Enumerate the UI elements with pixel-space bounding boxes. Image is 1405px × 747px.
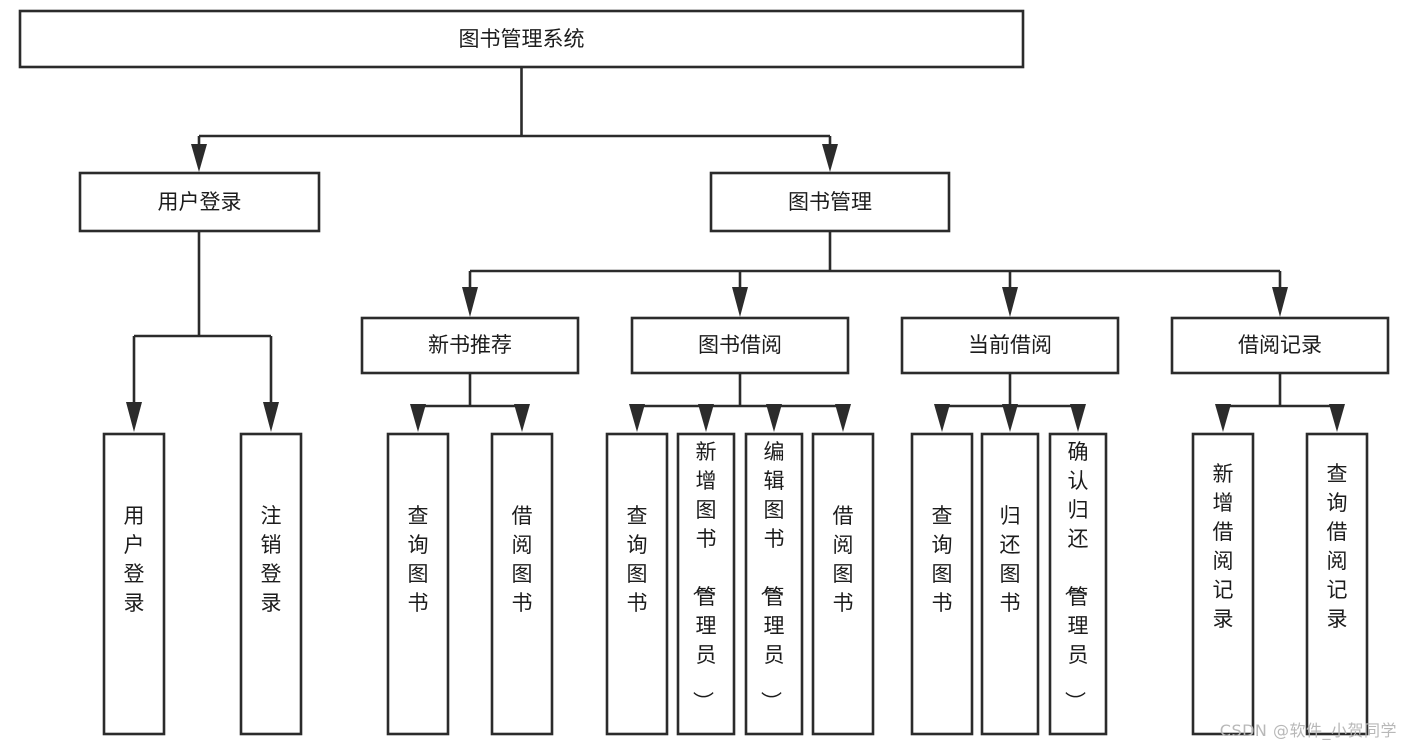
node-leaf1-label: 用户登录 [124,504,145,615]
arrow-login-to-leaf2 [263,402,279,432]
node-leaf7-box[interactable] [744,432,804,736]
arrow-records-to-leaf12 [1215,404,1231,432]
node-leaf8-label: 借阅图书 [833,504,854,615]
node-records-label: 借阅记录 [1238,333,1322,357]
node-leaf4-label: 借阅图书 [512,504,533,615]
node-leaf10-label: 归还图书 [1000,504,1021,615]
node-leaf11[interactable]: 确认归还（管理员） [1048,432,1108,736]
node-leaf5-box[interactable] [605,432,669,736]
node-bookmgmt[interactable]: 图书管理 [709,171,951,233]
node-leaf3-label: 查询图书 [408,504,429,615]
arrow-current-to-leaf10 [1002,404,1018,432]
node-root[interactable]: 图书管理系统 [18,9,1025,69]
node-leaf3[interactable]: 查询图书 [386,432,450,736]
node-bookmgmt-label: 图书管理 [788,190,872,214]
node-bookmgmt-box[interactable] [709,171,951,233]
node-leaf2-box[interactable] [239,432,303,736]
node-leaf3-box[interactable] [386,432,450,736]
node-leaf13[interactable]: 查询借阅记录 [1305,432,1369,736]
node-borrow[interactable]: 图书借阅 [630,316,850,375]
node-leaf7[interactable]: 编辑图书（管理员） [744,432,804,736]
node-records[interactable]: 借阅记录 [1170,316,1390,375]
node-leaf6-label: 新增图书（管理员） [691,440,717,712]
node-leaf11-label: 确认归还（管理员） [1063,440,1089,712]
node-leaf2[interactable]: 注销登录 [239,432,303,736]
csdn-watermark: CSDN @软件_小贺同学 [1219,721,1397,740]
node-root-box[interactable] [18,9,1025,69]
node-newbook-label: 新书推荐 [428,333,512,357]
node-leaf13-box[interactable] [1305,432,1369,736]
node-leaf9[interactable]: 查询图书 [910,432,974,736]
node-records-box[interactable] [1170,316,1390,375]
node-login[interactable]: 用户登录 [78,171,321,233]
arrow-bookmgmt-to-current [1002,287,1018,317]
node-leaf4[interactable]: 借阅图书 [490,432,554,736]
node-leaf11-box[interactable] [1048,432,1108,736]
node-leaf13-label: 查询借阅记录 [1327,462,1348,631]
node-current-label: 当前借阅 [968,333,1052,357]
node-login-label: 用户登录 [158,190,242,214]
arrow-newbook-to-leaf3 [410,404,426,432]
node-leaf12-box[interactable] [1191,432,1255,736]
node-leaf5-label: 查询图书 [627,504,648,615]
node-login-box[interactable] [78,171,321,233]
node-borrow-box[interactable] [630,316,850,375]
arrow-borrow-to-leaf5 [629,404,645,432]
node-leaf5[interactable]: 查询图书 [605,432,669,736]
arrow-borrow-to-leaf7 [766,404,782,432]
edge-layer [126,67,1345,432]
node-leaf6[interactable]: 新增图书（管理员） [676,432,736,736]
node-leaf8[interactable]: 借阅图书 [811,432,875,736]
arrow-root-to-login [191,144,207,172]
arrow-records-to-leaf13 [1329,404,1345,432]
node-leaf1[interactable]: 用户登录 [102,432,166,736]
arrow-borrow-to-leaf6 [698,404,714,432]
node-leaf9-box[interactable] [910,432,974,736]
node-leaf1-box[interactable] [102,432,166,736]
node-current-box[interactable] [900,316,1120,375]
node-root-label: 图书管理系统 [459,27,585,51]
arrow-root-to-bookmgmt [822,144,838,172]
node-borrow-label: 图书借阅 [698,333,782,357]
arrow-current-to-leaf11 [1070,404,1086,432]
arrow-newbook-to-leaf4 [514,404,530,432]
node-current[interactable]: 当前借阅 [900,316,1120,375]
node-leaf4-box[interactable] [490,432,554,736]
node-leaf10[interactable]: 归还图书 [980,432,1040,736]
arrow-current-to-leaf9 [934,404,950,432]
node-leaf6-box[interactable] [676,432,736,736]
arrow-bookmgmt-to-borrow [732,287,748,317]
node-leaf12[interactable]: 新增借阅记录 [1191,432,1255,736]
node-leaf10-box[interactable] [980,432,1040,736]
node-newbook[interactable]: 新书推荐 [360,316,580,375]
node-leaf7-label: 编辑图书（管理员） [759,440,785,712]
arrow-borrow-to-leaf8 [835,404,851,432]
node-leaf8-box[interactable] [811,432,875,736]
node-leaf12-label: 新增借阅记录 [1213,462,1234,631]
node-newbook-box[interactable] [360,316,580,375]
arrow-bookmgmt-to-newbook [462,287,478,317]
node-leaf9-label: 查询图书 [932,504,953,615]
node-leaf2-label: 注销登录 [261,504,282,615]
arrow-bookmgmt-to-records [1272,287,1288,317]
arrow-login-to-leaf1 [126,402,142,432]
